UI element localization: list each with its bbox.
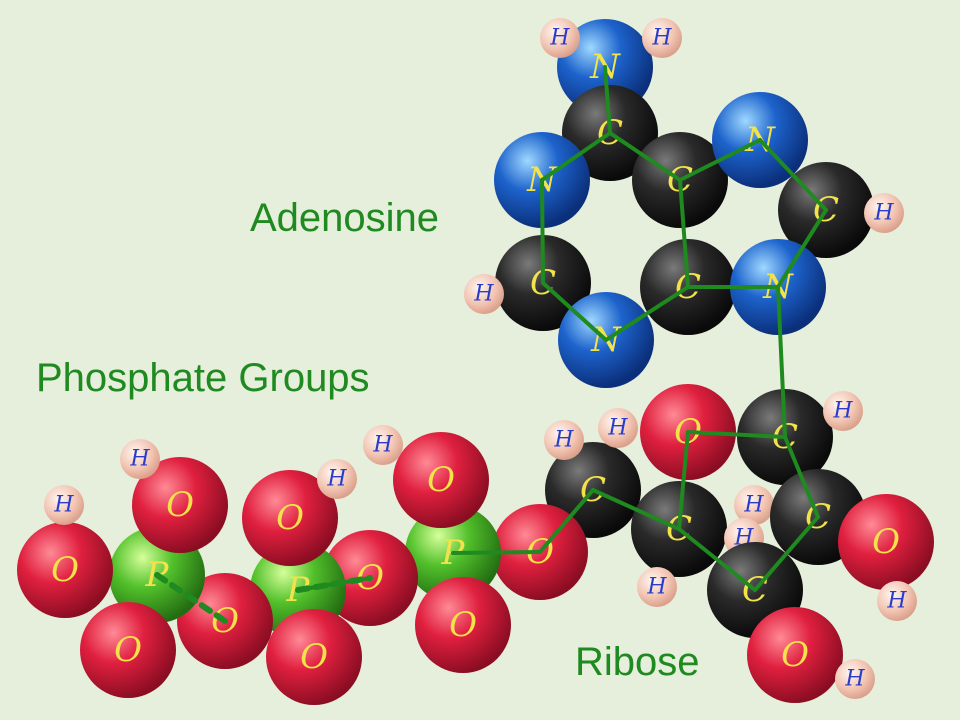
oxygen-symbol: O [114,630,142,670]
bond-O4-P1 [451,550,542,555]
hydrogen-atom: H [864,193,904,233]
hydrogen-symbol: H [832,399,853,424]
oxygen-atom: O [415,577,511,673]
oxygen-sphere [747,607,843,703]
hydrogen-symbol: H [372,433,393,458]
oxygen-atom: O [242,470,338,566]
adenosine-label: Adenosine [250,196,440,240]
oxygen-atom: O [747,607,843,703]
hydrogen-atom: H [598,408,638,448]
hydrogen-atom: H [642,18,682,58]
bond-N1-C1 [603,65,612,135]
bond-C10-C9 [753,515,820,592]
hydrogen-sphere [877,581,917,621]
hydrogen-symbol: H [326,467,347,492]
hydrogen-symbol: H [743,493,764,518]
oxygen-sphere [132,457,228,553]
hydrogen-atom: H [540,18,580,58]
bond-C9-C6 [783,435,820,519]
oxygen-symbol: O [166,485,194,525]
oxygen-symbol: O [276,498,304,538]
hydrogen-symbol: H [844,667,865,692]
ribose-label: Ribose [575,640,700,684]
oxygen-sphere [80,602,176,698]
hydrogen-atom: H [835,659,875,699]
hydrogen-symbol: H [607,416,628,441]
hydrogen-symbol: H [129,447,150,472]
oxygen-sphere [415,577,511,673]
bond-O1-C8 [677,430,690,531]
bond-C5-C2 [678,178,690,289]
hydrogen-atom: H [823,391,863,431]
oxygen-sphere [17,522,113,618]
oxygen-atom: O [17,522,113,618]
bond-C3-N4 [776,208,828,289]
hydrogen-sphere [544,420,584,460]
hydrogen-symbol: H [553,428,574,453]
hydrogen-sphere [835,659,875,699]
bond-C8-C10 [677,527,757,592]
bond-N2-C4 [540,178,545,285]
hydrogen-symbol: H [873,201,894,226]
hydrogen-symbol: H [473,282,494,307]
oxygen-symbol: O [449,605,477,645]
bond-N5-C5 [604,285,690,342]
hydrogen-symbol: H [549,26,570,51]
hydrogen-symbol: H [53,493,74,518]
hydrogen-sphere [363,425,403,465]
hydrogen-atom: H [637,567,677,607]
bond-C1-N2 [540,131,612,182]
hydrogen-atom: H [317,459,357,499]
oxygen-atom: O [266,609,362,705]
hydrogen-sphere [540,18,580,58]
hydrogen-atom: H [734,485,774,525]
oxygen-sphere [393,432,489,528]
hydrogen-atom: H [120,439,160,479]
hydrogen-sphere [734,485,774,525]
bond-N3-C3 [758,138,828,212]
hydrogen-sphere [864,193,904,233]
hydrogen-symbol: H [886,589,907,614]
bond-layer-front [154,65,828,624]
oxygen-symbol: O [872,522,900,562]
oxygen-atom: O [132,457,228,553]
hydrogen-sphere [44,485,84,525]
bond-C4-N5 [541,281,608,342]
oxygen-symbol: O [781,635,809,675]
oxygen-sphere [838,494,934,590]
oxygen-symbol: O [51,550,79,590]
hydrogen-sphere [598,408,638,448]
oxygen-atom: O [393,432,489,528]
hydrogen-atom: H [544,420,584,460]
hydrogen-atom: H [363,425,403,465]
hydrogen-symbol: H [651,26,672,51]
hydrogen-sphere [642,18,682,58]
oxygen-atom: O [838,494,934,590]
bond-C8-C7 [591,488,681,531]
hydrogen-symbol: H [646,575,667,600]
oxygen-sphere [242,470,338,566]
bond-P2-O7 [295,575,373,593]
hydrogen-sphere [317,459,357,499]
hydrogen-atom: H [44,485,84,525]
oxygen-sphere [266,609,362,705]
hydrogen-sphere [823,391,863,431]
bond-P3-O10 [154,572,228,624]
oxygen-symbol: O [300,637,328,677]
hydrogen-sphere [120,439,160,479]
oxygen-symbol: O [427,460,455,500]
bond-C2-N3 [678,138,762,182]
hydrogen-atom: H [464,274,504,314]
hydrogen-atom: H [877,581,917,621]
hydrogen-sphere [637,567,677,607]
bond-C6-O1 [686,430,787,439]
bond-C1-C2 [608,131,682,182]
phosphate-groups-label: Phosphate Groups [36,356,370,400]
bond-N4-C6 [776,285,787,439]
hydrogen-sphere [464,274,504,314]
oxygen-atom: O [80,602,176,698]
bond-C7-O4 [538,488,595,554]
